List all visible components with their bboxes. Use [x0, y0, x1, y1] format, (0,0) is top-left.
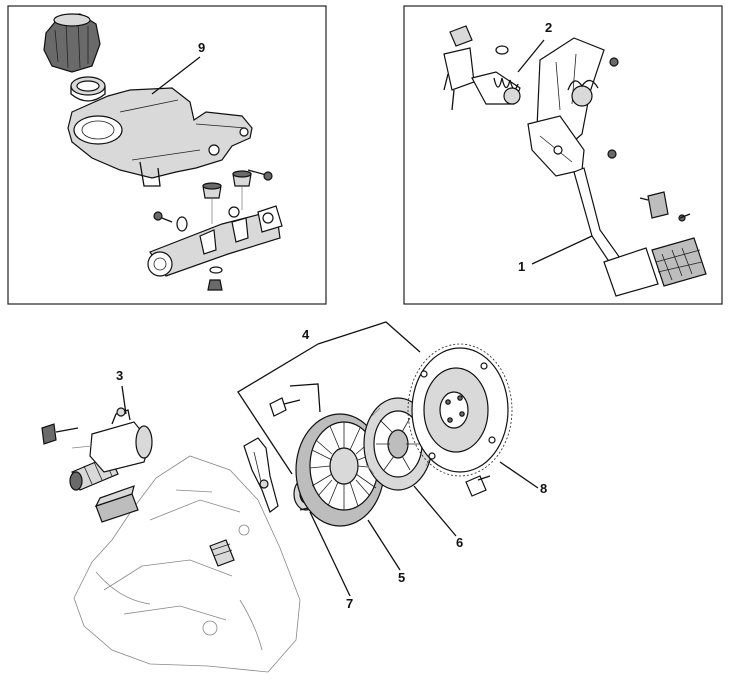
- release-bearing-spacer: [94, 485, 139, 523]
- panel-pedal-frame: [403, 5, 723, 305]
- callout-4: 4: [237, 321, 421, 475]
- release-cylinder-bolt: [41, 423, 79, 445]
- leader-line-4-bolt: [289, 383, 321, 413]
- callout-label-3: 3: [116, 368, 123, 383]
- callout-label-5: 5: [398, 570, 405, 585]
- leader-line-4-left: [237, 343, 319, 475]
- leader-line-5: [367, 519, 401, 571]
- clutch-pedal-pad: [603, 247, 659, 297]
- callout-label-2: 2: [545, 20, 552, 35]
- callout-2: 2: [517, 20, 552, 73]
- transmission-case: [73, 455, 301, 673]
- leader-line-4-right: [317, 321, 421, 353]
- leader-line-2: [517, 39, 545, 73]
- callout-label-8: 8: [540, 481, 547, 496]
- callout-label-4: 4: [302, 327, 310, 342]
- leader-line-8: [499, 461, 539, 489]
- master-cylinder-clip: [176, 216, 188, 232]
- callout-label-6: 6: [456, 535, 463, 550]
- callout-8: 8: [499, 461, 547, 496]
- clutch-fluid-reservoir: [67, 87, 253, 187]
- clutch-master-cylinder: [147, 205, 283, 277]
- master-cylinder-nut: [207, 279, 223, 291]
- callout-1: 1: [518, 235, 593, 274]
- callout-5: 5: [367, 519, 405, 585]
- master-cylinder-grommets: [202, 170, 252, 224]
- leader-line-6: [413, 485, 457, 537]
- flywheel-bolt-lower: [465, 475, 491, 497]
- clutch-fluid-reservoir-cap: [43, 13, 101, 73]
- reservoir-screw: [247, 169, 273, 181]
- leader-line-7: [309, 511, 351, 597]
- reservoir-cap-seal-ring: [70, 76, 106, 102]
- clutch-pedal-spring-2: [471, 71, 521, 105]
- callout-label-7: 7: [346, 596, 353, 611]
- leader-line-3: [121, 385, 127, 415]
- callout-label-9: 9: [198, 40, 205, 55]
- leader-line-9: [151, 56, 201, 95]
- callout-label-1: 1: [518, 259, 525, 274]
- release-cylinder-pipe: [71, 445, 93, 449]
- pressure-plate-bolt-upper: [269, 397, 301, 417]
- leader-line-1: [531, 235, 593, 265]
- callout-6: 6: [413, 485, 463, 550]
- callout-3: 3: [116, 368, 127, 415]
- clutch-release-cylinder-3: [89, 407, 153, 473]
- callout-9: 9: [151, 40, 205, 95]
- clutch-pedal-arm-1: [573, 167, 621, 267]
- clutch-release-fork: [243, 437, 279, 513]
- clutch-pedal-pad-rubber: [651, 237, 707, 287]
- clutch-switch: [639, 191, 691, 222]
- flywheel-8: [407, 343, 513, 477]
- callout-7: 7: [309, 511, 353, 611]
- master-cylinder-bolt: [153, 211, 173, 223]
- clutch-pressure-plate-5: [295, 413, 385, 527]
- clutch-switch-connector: [443, 25, 509, 111]
- master-cylinder-seal: [209, 266, 223, 274]
- panel-reservoir-frame: [7, 5, 327, 305]
